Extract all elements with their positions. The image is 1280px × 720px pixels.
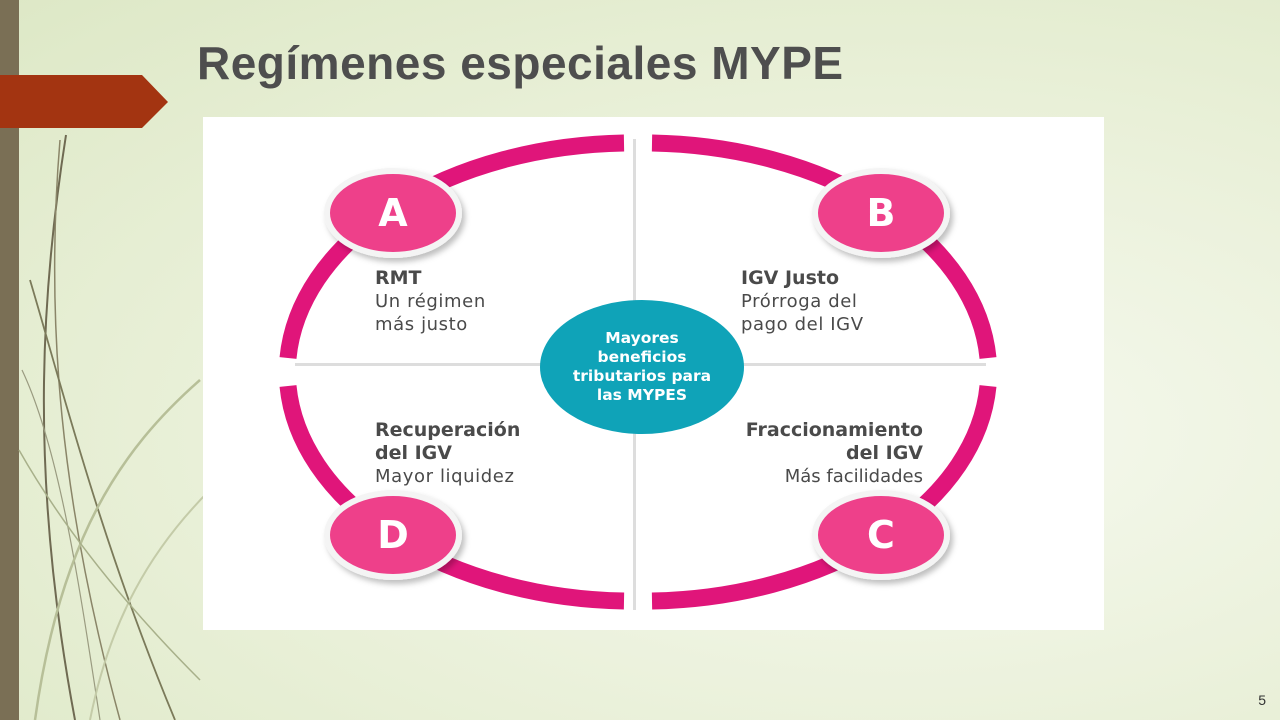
divider-horizontal-left [295,363,630,366]
badge-a-circle [324,168,462,258]
quadrant-a-title: RMT [375,267,422,289]
divider-horizontal-right [641,363,986,366]
quadrant-c-text: Fraccionamiento del IGV Más facilidades [693,419,923,488]
badge-d-circle [324,490,462,580]
badge-c-circle [812,490,950,580]
quadrant-d-text: Recuperación del IGV Mayor liquidez [375,419,575,488]
quadrant-d-subtitle: Mayor liquidez [375,466,515,487]
badge-a-letter: A [378,191,408,235]
left-decor-bar [0,0,19,720]
diagram-panel: A B D C RMT Un régimen más justo IGV Jus… [203,117,1104,630]
divider-vertical-bottom [633,385,636,610]
page-number: 5 [1258,692,1266,708]
quadrant-c-subtitle: Más facilidades [784,466,923,487]
quadrant-a-text: RMT Un régimen más justo [375,267,545,336]
badge-b-letter: B [866,191,896,235]
quadrant-d-title: Recuperación del IGV [375,419,521,464]
decorative-strands [18,134,210,720]
ring-diagram [279,134,997,610]
badge-b-circle [812,168,950,258]
quadrant-b-title: IGV Justo [741,267,840,289]
title-accent-arrow [0,75,168,128]
page-title: Regímenes especiales MYPE [197,37,844,89]
quadrant-b-subtitle: Prórroga del pago del IGV [741,291,864,335]
center-circle [540,300,744,434]
quadrant-c-title: Fraccionamiento del IGV [745,419,923,464]
quadrant-a-subtitle: Un régimen más justo [375,291,486,335]
quadrant-b-text: IGV Justo Prórroga del pago del IGV [741,267,941,336]
divider-vertical-top [633,139,636,364]
badge-c-letter: C [867,513,895,557]
center-label: Mayores beneficios tributarios para las … [572,329,712,404]
badge-d-letter: D [377,513,409,557]
